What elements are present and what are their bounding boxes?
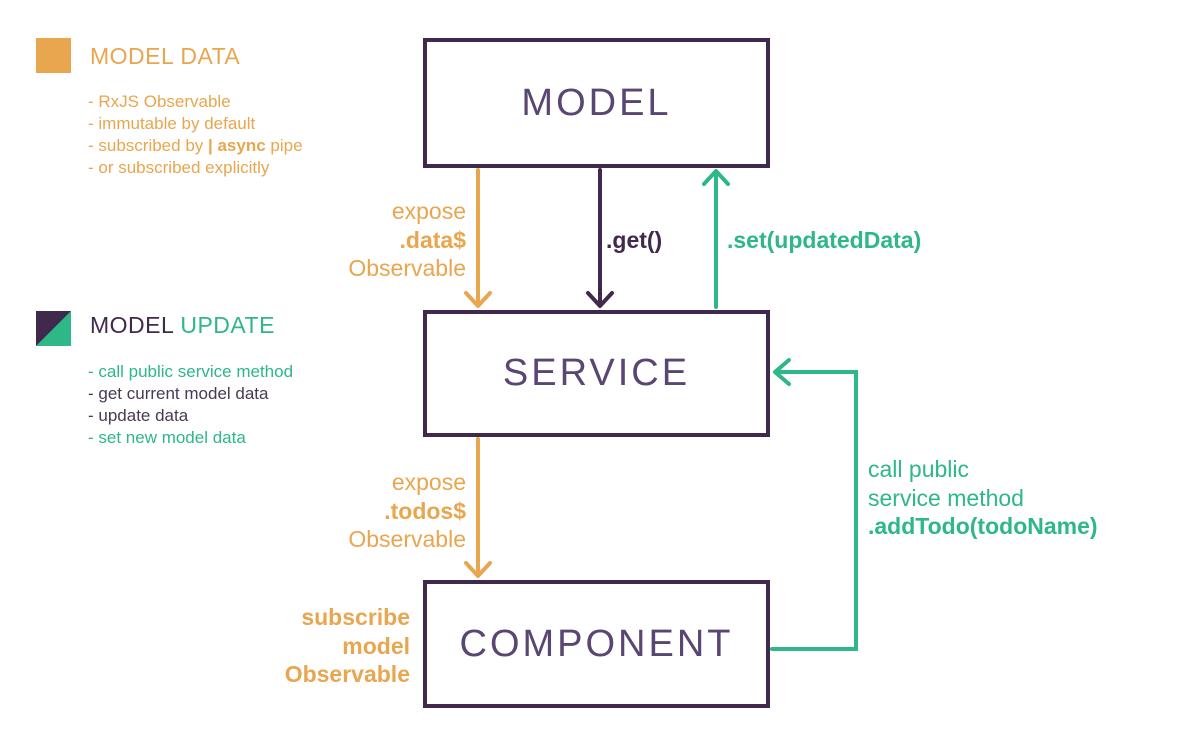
arrow-set (702, 169, 730, 309)
legend-title-model: MODEL (90, 312, 181, 338)
label-subscribe-line3: Observable (284, 661, 410, 687)
label-expose-todos-line3: Observable (348, 526, 466, 552)
legend-item-rxjs: - RxJS Observable (88, 92, 231, 111)
label-add-todo-line3: .addTodo(todoName) (868, 513, 1098, 539)
legend-item-explicit: - or subscribed explicitly (88, 158, 270, 177)
model-update-swatch (36, 311, 71, 346)
legend-model-data-title: MODEL DATA (90, 43, 241, 69)
label-subscribe-line1: subscribe (301, 604, 410, 630)
legend-model-update-list: - call public service method - get curre… (88, 361, 293, 449)
legend-item-call: - call public service method (88, 362, 294, 381)
legend-model-data-list: - RxJS Observable - immutable by default… (88, 91, 303, 179)
legend-item-get: - get current model data (88, 384, 269, 403)
label-expose-data-line3: Observable (348, 255, 466, 281)
label-expose-todos-line1: expose (391, 469, 466, 495)
label-set: .set(updatedData) (727, 227, 922, 253)
label-expose-data-line2: .data$ (399, 226, 466, 253)
label-get: .get() (606, 227, 663, 253)
label-add-todo-line2: service method (868, 484, 1024, 511)
legend-item-subscribed-suffix: pipe (265, 136, 303, 155)
model-box-title: MODEL (521, 81, 672, 124)
legend-item-subscribed-bold: | async (208, 136, 266, 155)
service-box-title: SERVICE (502, 352, 691, 394)
legend-model-update-title: MODEL UPDATE (90, 312, 275, 339)
legend-item-subscribed-prefix: - subscribed by (88, 136, 208, 155)
service-box: SERVICE (423, 310, 770, 437)
label-expose-todos-line2: .todos$ (384, 497, 466, 524)
arrow-expose-data (464, 168, 492, 308)
label-subscribe-line2: model (342, 632, 410, 659)
model-box: MODEL (423, 38, 770, 168)
label-expose-data-line1: expose (391, 198, 466, 224)
model-data-swatch (36, 38, 71, 73)
component-box-title: COMPONENT (459, 622, 734, 665)
label-expose-todos: expose .todos$ Observable (348, 468, 466, 554)
legend-item-immutable: - immutable by default (88, 114, 256, 133)
legend-title-update: UPDATE (180, 312, 275, 338)
label-expose-data: expose .data$ Observable (348, 197, 466, 283)
label-subscribe-model: subscribe model Observable (285, 603, 410, 689)
legend-item-update: - update data (88, 406, 189, 425)
legend-item-subscribed: - subscribed by | async pipe (88, 135, 303, 157)
label-add-todo: call public service method .addTodo(todo… (868, 455, 1098, 541)
arrow-expose-todos (464, 437, 492, 578)
component-box: COMPONENT (423, 580, 770, 708)
arrow-add-todo (770, 358, 858, 651)
label-add-todo-line1: call public (868, 456, 969, 482)
legend-item-set: - set new model data (88, 428, 246, 447)
